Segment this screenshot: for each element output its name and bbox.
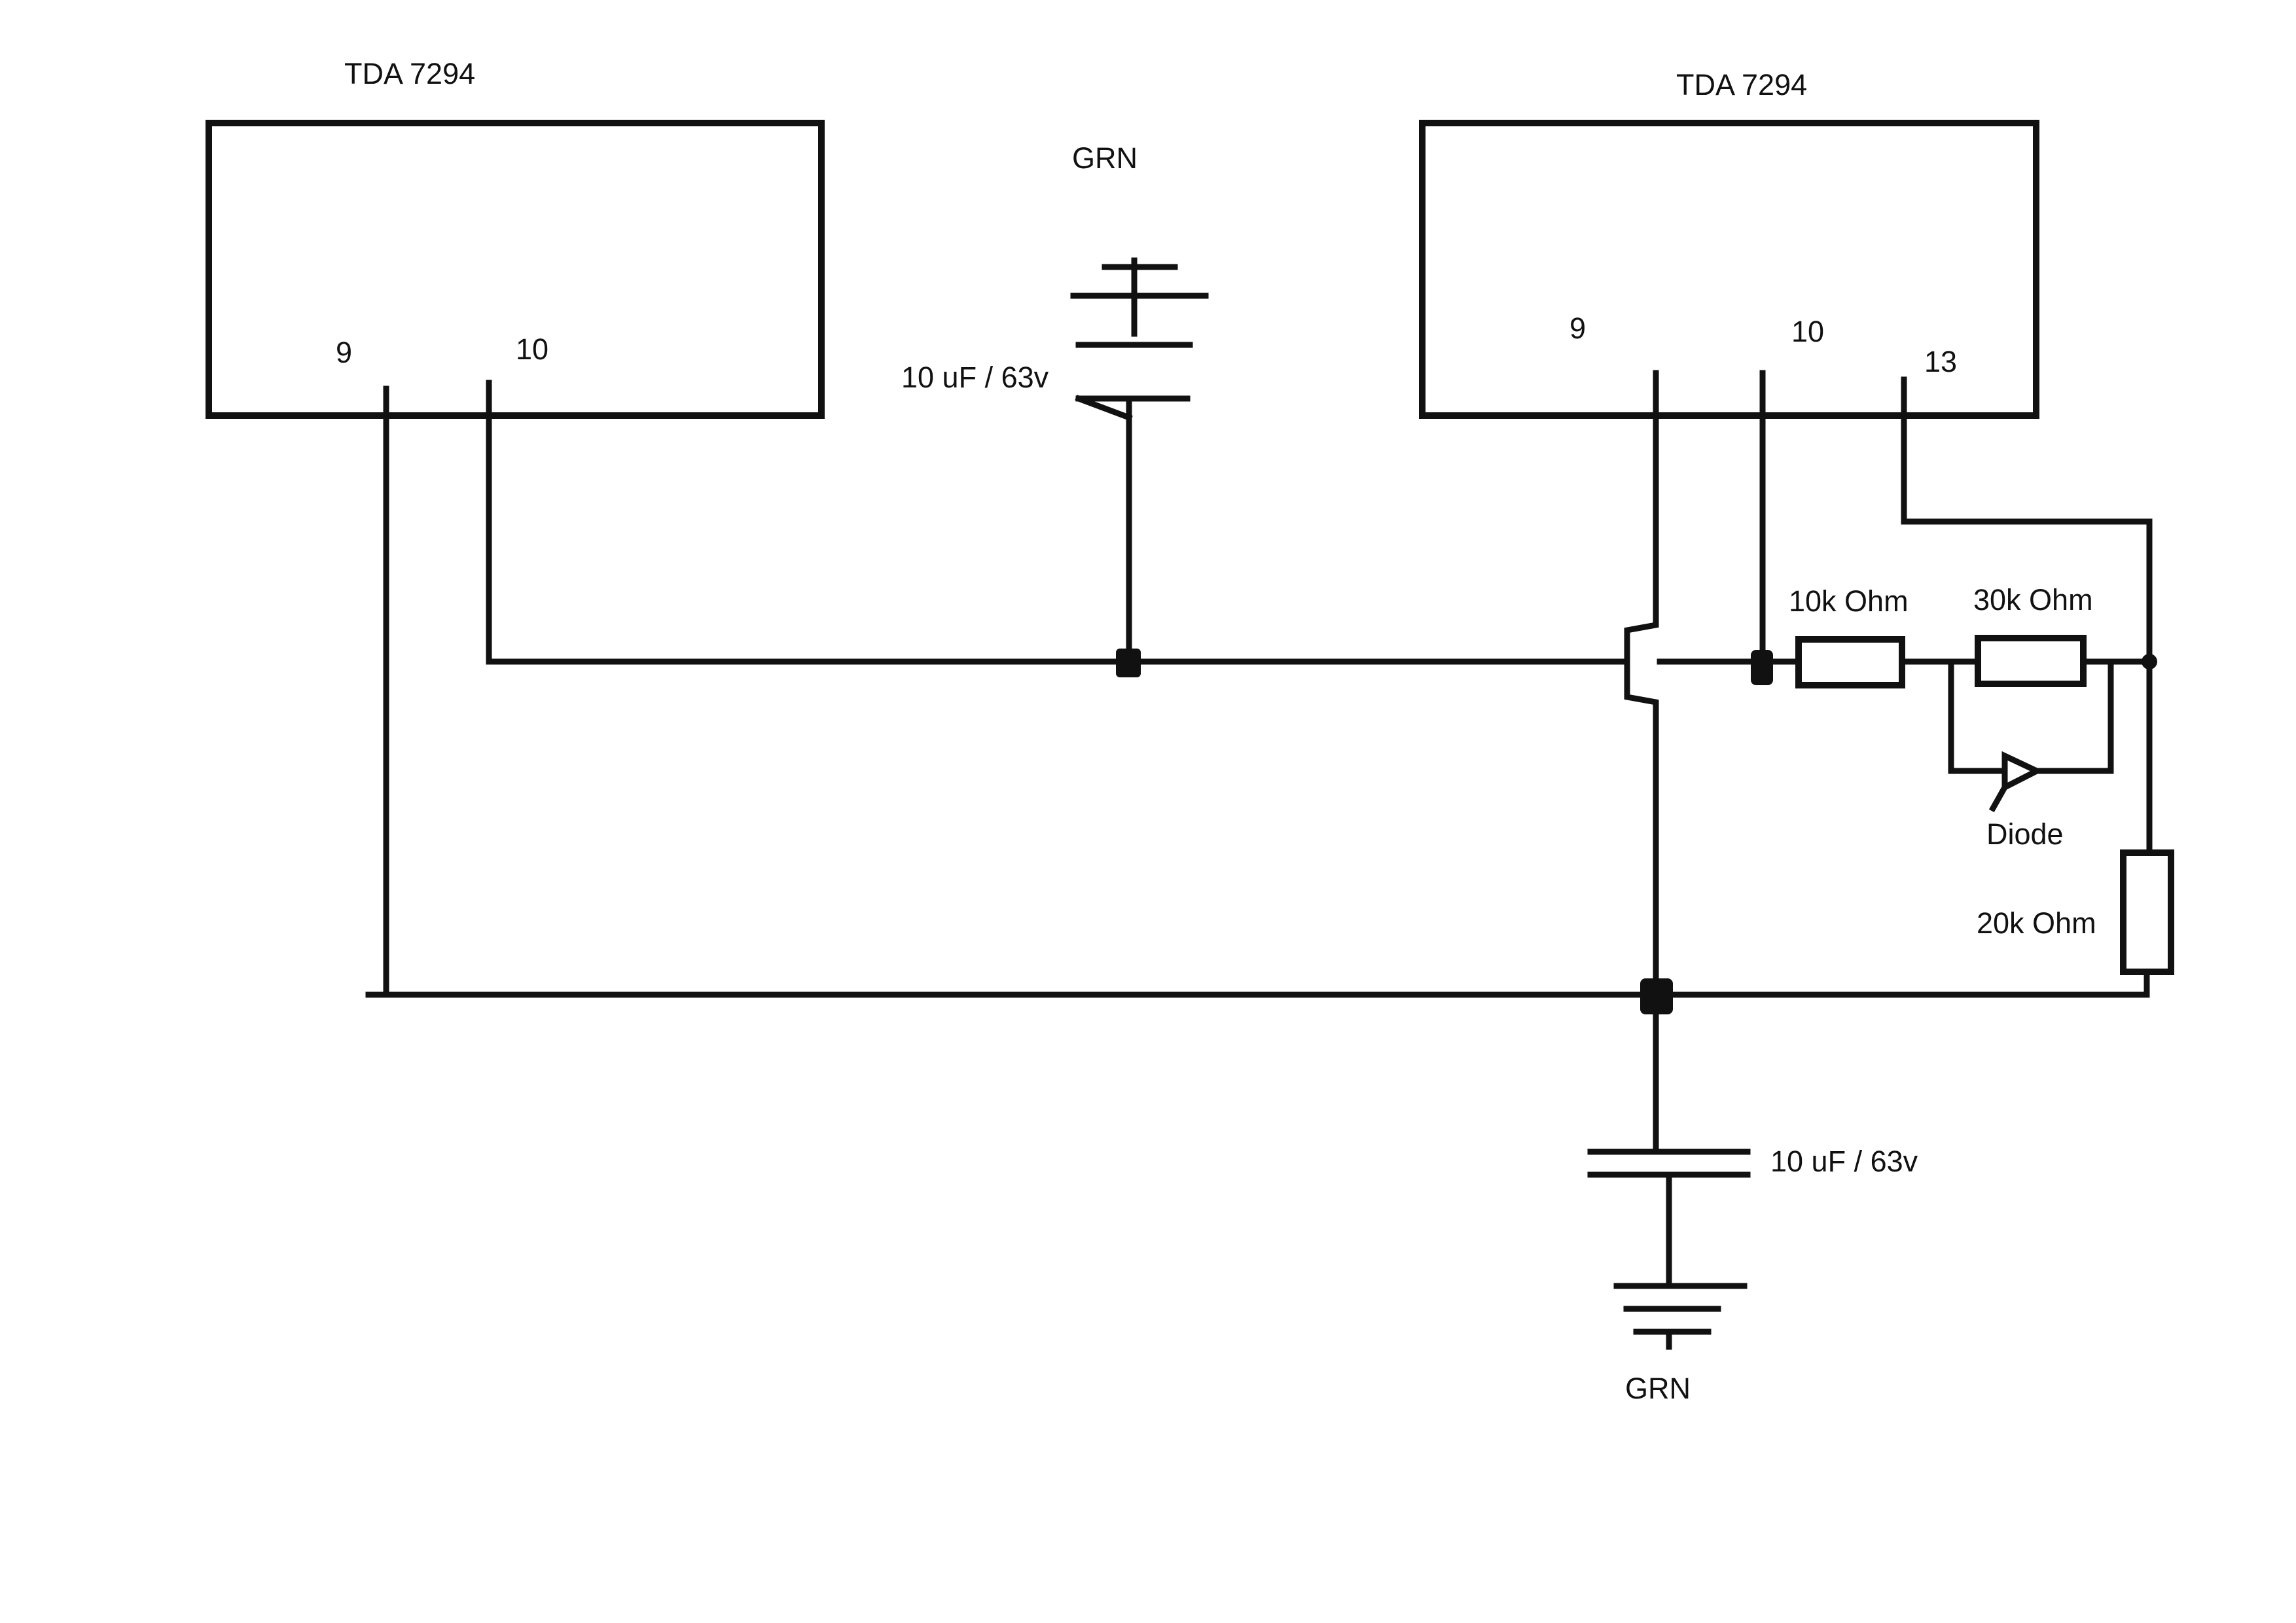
ground-bottom-label: GRN	[1625, 1372, 1691, 1405]
resistor-30k	[1975, 635, 2087, 687]
cap-top-symbol	[1075, 342, 1193, 665]
wire-right-pin13	[1901, 376, 2153, 665]
cap-bottom-label: 10 uF / 63v	[1770, 1145, 1918, 1178]
diode-label: Diode	[1986, 817, 2064, 851]
ic-left-title: TDA 7294	[344, 57, 475, 90]
resistor-10k	[1795, 636, 1905, 688]
resistor-30k-label: 30k Ohm	[1973, 583, 2093, 616]
wire-left-pin10	[486, 380, 1630, 665]
ic-left-body	[206, 120, 825, 419]
ic-left-pin-9-label: 9	[336, 336, 352, 369]
ic-right-pin-10-label: 10	[1791, 315, 1824, 348]
wire-right-pin9	[1624, 370, 1659, 999]
cap-top-label: 10 uF / 63v	[901, 361, 1049, 394]
ic-right-body	[1419, 120, 2039, 419]
resistor-10k-label: 10k Ohm	[1789, 584, 1909, 618]
ic-right-title: TDA 7294	[1676, 68, 1807, 101]
resistor-20k	[2120, 849, 2174, 975]
ic-left-pin-10-label: 10	[516, 332, 548, 366]
ground-top-symbol	[1070, 257, 1209, 337]
resistor-20k-label: 20k Ohm	[1977, 906, 2096, 940]
ic-right-pin-13-label: 13	[1924, 345, 1957, 378]
ic-right-pin-9-label: 9	[1570, 312, 1586, 345]
cap-bottom-symbol	[1587, 1149, 1751, 1289]
diode-symbol	[1948, 658, 2114, 813]
junction-pin10	[1751, 650, 1773, 685]
ground-bottom-symbol	[1613, 1283, 1748, 1350]
junction-cap-top	[1116, 649, 1141, 677]
ground-top-label: GRN	[1072, 141, 1138, 175]
